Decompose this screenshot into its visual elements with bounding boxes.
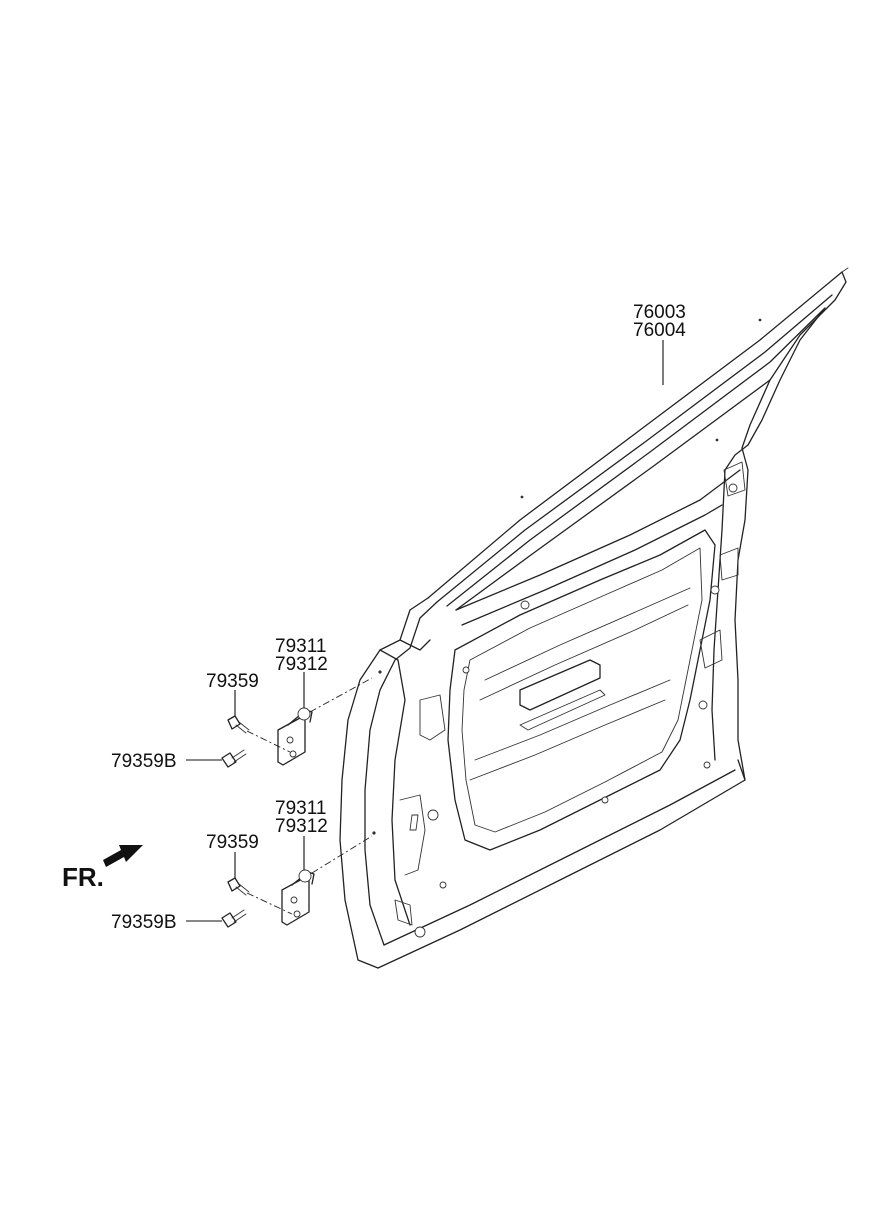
- label-door-panel-76004: 76004: [633, 320, 686, 341]
- label-upper-hinge-79311: 79311: [275, 636, 326, 657]
- lower-hinge: [281, 835, 373, 926]
- label-lower-hinge-79312: 79312: [275, 816, 328, 837]
- label-upper-bolt-79359: 79359: [206, 671, 259, 692]
- upper-hinge: [277, 677, 373, 766]
- label-upper-hinge-79312: 79312: [275, 654, 328, 675]
- label-lower-bolt-79359b: 79359B: [111, 912, 177, 933]
- front-direction-arrow: [103, 845, 143, 867]
- upper-bolt-b: [221, 749, 247, 768]
- label-door-panel-76003: 76003: [633, 302, 686, 323]
- label-front-indicator: FR.: [62, 862, 104, 892]
- leader-lines: [186, 340, 664, 922]
- lower-bolt-b: [221, 909, 247, 928]
- label-lower-hinge-79311: 79311: [275, 798, 326, 819]
- door-panel: [339, 267, 849, 969]
- upper-bolt: [227, 715, 291, 753]
- label-lower-bolt-79359: 79359: [206, 832, 259, 853]
- lower-bolt: [227, 877, 293, 915]
- label-upper-bolt-79359b: 79359B: [111, 751, 177, 772]
